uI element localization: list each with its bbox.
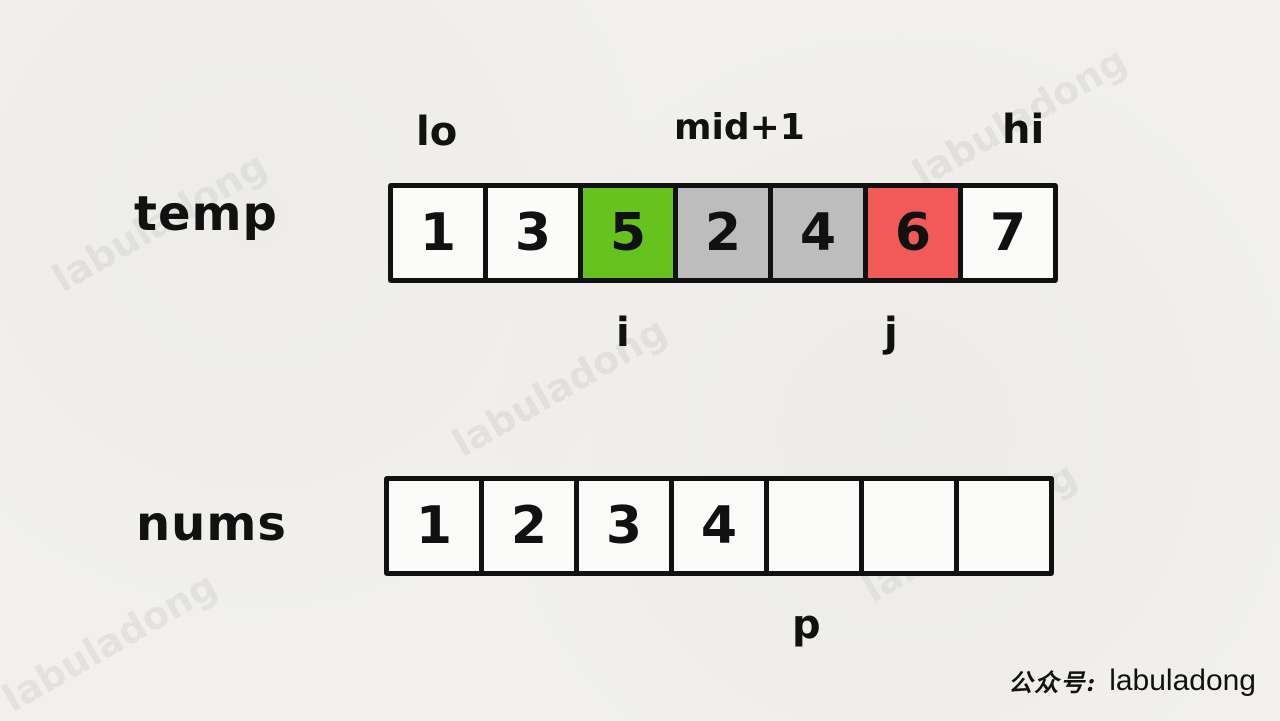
account-name: labuladong xyxy=(1109,663,1256,697)
nums-cell-p xyxy=(769,481,859,571)
temp-cell: 1 xyxy=(393,188,483,278)
temp-label: temp xyxy=(134,186,278,242)
mid-plus-1-marker: mid+1 xyxy=(674,107,805,148)
watermark: labuladong xyxy=(445,308,675,466)
hi-marker: hi xyxy=(1002,107,1045,153)
nums-cell: 4 xyxy=(674,481,764,571)
nums-array: 1 2 3 4 xyxy=(384,476,1054,576)
p-marker: p xyxy=(792,602,821,648)
lo-marker: lo xyxy=(416,109,458,155)
temp-cell-j: 6 xyxy=(868,188,958,278)
temp-cell: 7 xyxy=(963,188,1053,278)
nums-cell: 3 xyxy=(579,481,669,571)
wechat-label: 公众号: xyxy=(1008,668,1098,697)
temp-cell: 4 xyxy=(773,188,863,278)
j-marker: j xyxy=(884,310,898,356)
watermark: labuladong xyxy=(0,563,225,721)
temp-array: 1 3 5 2 4 6 7 xyxy=(388,183,1058,283)
i-marker: i xyxy=(616,310,630,356)
temp-cell: 3 xyxy=(488,188,578,278)
nums-cell xyxy=(959,481,1049,571)
footer-credit: 公众号: labuladong xyxy=(1008,663,1256,698)
nums-label: nums xyxy=(136,496,287,552)
temp-cell-i: 5 xyxy=(583,188,673,278)
nums-cell xyxy=(864,481,954,571)
temp-cell: 2 xyxy=(678,188,768,278)
nums-cell: 2 xyxy=(484,481,574,571)
nums-cell: 1 xyxy=(389,481,479,571)
